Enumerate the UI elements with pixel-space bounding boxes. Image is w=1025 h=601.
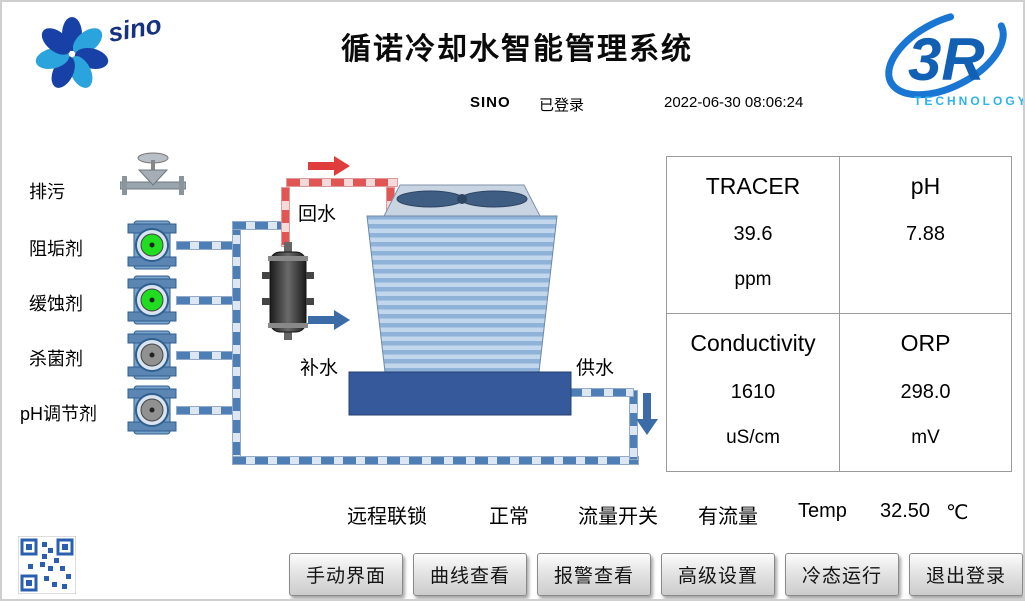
cold-run-button[interactable]: 冷态运行	[785, 553, 899, 596]
pipe-return-top	[286, 178, 398, 187]
logout-button[interactable]: 退出登录	[909, 553, 1023, 596]
ph-adjuster-label: pH调节剂	[20, 404, 98, 424]
interlock-label: 远程联锁	[347, 506, 427, 528]
reading-orp: ORP 298.0 mV	[840, 314, 1011, 471]
pipe-biocide	[176, 351, 234, 360]
page-title: 循诺冷却水智能管理系统	[341, 33, 693, 66]
sino-logo-text: sino	[106, 9, 164, 48]
login-status: 已登录	[539, 97, 585, 114]
pipe-return-to-filter	[281, 187, 290, 247]
corrosion-inhibitor-label: 缓蚀剂	[29, 294, 83, 314]
fan-hub-icon	[457, 194, 467, 204]
reading-unit: mV	[911, 427, 940, 448]
reading-unit: uS/cm	[726, 427, 780, 448]
datetime: 2022-06-30 08:06:24	[664, 94, 804, 111]
readings-panel: TRACER 39.6 ppm pH 7.88 Conductivity 161…	[666, 156, 1012, 472]
curve-view-button[interactable]: 曲线查看	[413, 553, 527, 596]
pipe-bottom	[232, 456, 639, 465]
supply-water-label: 供水	[576, 358, 615, 379]
tower-body	[366, 215, 558, 373]
sino-logo: sino	[35, 9, 164, 88]
reading-value: 7.88	[906, 223, 945, 245]
logged-in-user: SINO	[470, 94, 511, 111]
return-water-label: 回水	[298, 204, 337, 225]
temp-label: Temp	[798, 500, 847, 522]
reading-name: ORP	[900, 330, 951, 356]
fan-blade-icon	[396, 190, 464, 208]
scale-inhibitor-label: 阻垢剂	[29, 239, 83, 259]
cooling-tower	[348, 184, 572, 416]
supply-flow-arrow-icon	[636, 393, 658, 437]
flow-switch-value: 有流量	[698, 506, 758, 528]
blowdown-valve-icon	[120, 152, 186, 195]
temp-unit: ℃	[946, 502, 969, 524]
makeup-flow-arrow-icon	[308, 310, 352, 330]
reading-name: pH	[910, 173, 941, 199]
filter-vessel-icon	[262, 242, 314, 340]
pipe-corrosion-inhibitor	[176, 296, 234, 305]
3r-technology-logo: 3R TECHNOLOGY	[885, 9, 1024, 108]
qr-code-icon	[18, 536, 76, 594]
temp-value: 32.50	[880, 500, 931, 522]
manual-screen-button[interactable]: 手动界面	[289, 553, 403, 596]
reading-value: 1610	[730, 380, 776, 403]
3r-logo-text: 3R	[908, 26, 985, 93]
interlock-value: 正常	[489, 506, 529, 528]
pipe-ph-adjuster	[176, 406, 234, 415]
return-flow-arrow-icon	[308, 156, 352, 176]
fan-blade-icon	[460, 190, 528, 208]
blowdown-label: 排污	[29, 182, 65, 202]
reading-conductivity: Conductivity 1610 uS/cm	[667, 314, 840, 471]
biocide-label: 杀菌剂	[29, 349, 83, 369]
flow-switch-label: 流量开关	[578, 506, 658, 528]
advanced-settings-button[interactable]: 高级设置	[661, 553, 775, 596]
reading-name: TRACER	[705, 173, 801, 199]
reading-unit: ppm	[734, 269, 772, 290]
biocide-pump	[127, 330, 177, 380]
reading-value: 298.0	[900, 380, 951, 403]
tower-basin	[348, 371, 572, 416]
reading-value: 39.6	[733, 223, 773, 245]
pipe-scale-inhibitor	[176, 241, 234, 250]
reading-ph: pH 7.88	[840, 157, 1011, 314]
makeup-water-label: 补水	[300, 358, 339, 379]
corrosion-inhibitor-pump	[127, 275, 177, 325]
alarm-view-button[interactable]: 报警查看	[537, 553, 651, 596]
logo-swoosh-icon	[885, 9, 1007, 99]
scale-inhibitor-pump	[127, 220, 177, 270]
pipe-main-left	[232, 221, 241, 465]
reading-name: Conductivity	[690, 330, 816, 356]
reading-tracer: TRACER 39.6 ppm	[667, 157, 840, 314]
ph-adjuster-pump	[127, 385, 177, 435]
sino-flower-icon	[35, 17, 109, 88]
3r-logo-subtext: TECHNOLOGY	[914, 94, 1024, 108]
